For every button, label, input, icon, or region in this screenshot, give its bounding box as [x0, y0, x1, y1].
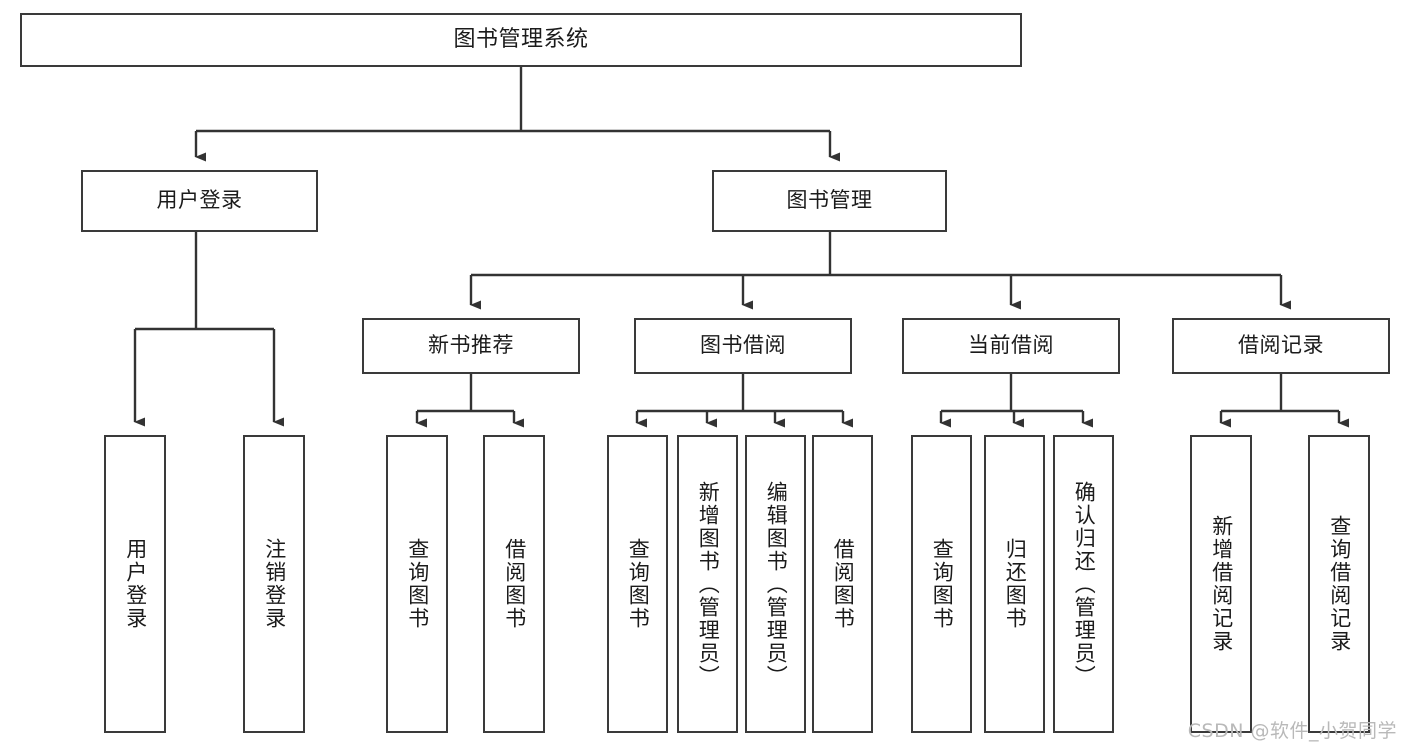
leaf-query-book-recommend[interactable]: 查询图书 [386, 435, 448, 733]
leaf-query-book-borrow-label: 查询图书 [626, 538, 651, 630]
leaf-edit-book-admin[interactable]: 编辑图书（管理员） [745, 435, 806, 733]
leaf-query-book-current-label: 查询图书 [930, 538, 955, 630]
node-user-login[interactable]: 用户登录 [81, 170, 318, 232]
node-book-management[interactable]: 图书管理 [712, 170, 947, 232]
node-book-borrow[interactable]: 图书借阅 [634, 318, 852, 374]
leaf-logout[interactable]: 注销登录 [243, 435, 305, 733]
leaf-add-borrow-record[interactable]: 新增借阅记录 [1190, 435, 1252, 733]
leaf-query-borrow-record[interactable]: 查询借阅记录 [1308, 435, 1370, 733]
leaf-user-login[interactable]: 用户登录 [104, 435, 166, 733]
leaf-return-book[interactable]: 归还图书 [984, 435, 1045, 733]
leaf-confirm-return-admin[interactable]: 确认归还（管理员） [1053, 435, 1114, 733]
node-current-borrow-label: 当前借阅 [968, 333, 1054, 358]
node-book-management-label: 图书管理 [786, 188, 873, 213]
node-new-book-recommend[interactable]: 新书推荐 [362, 318, 580, 374]
node-root-label: 图书管理系统 [453, 26, 589, 52]
node-current-borrow[interactable]: 当前借阅 [902, 318, 1120, 374]
leaf-borrow-book-recommend[interactable]: 借阅图书 [483, 435, 545, 733]
leaf-query-book-current[interactable]: 查询图书 [911, 435, 972, 733]
leaf-edit-book-admin-label: 编辑图书（管理员） [764, 480, 789, 688]
leaf-confirm-return-admin-label: 确认归还（管理员） [1072, 480, 1097, 688]
node-borrow-record[interactable]: 借阅记录 [1172, 318, 1390, 374]
leaf-borrow-book-recommend-label: 借阅图书 [502, 538, 527, 630]
leaf-query-book-recommend-label: 查询图书 [405, 538, 430, 630]
node-book-borrow-label: 图书借阅 [700, 333, 786, 358]
leaf-logout-label: 注销登录 [262, 538, 287, 630]
leaf-query-borrow-record-label: 查询借阅记录 [1327, 515, 1352, 653]
leaf-add-book-admin-label: 新增图书（管理员） [696, 480, 721, 688]
node-borrow-record-label: 借阅记录 [1238, 333, 1324, 358]
node-new-book-recommend-label: 新书推荐 [428, 333, 514, 358]
leaf-borrow-book[interactable]: 借阅图书 [812, 435, 873, 733]
node-root[interactable]: 图书管理系统 [20, 13, 1022, 67]
leaf-user-login-label: 用户登录 [123, 538, 148, 630]
leaf-return-book-label: 归还图书 [1003, 538, 1028, 630]
node-user-login-label: 用户登录 [156, 188, 243, 213]
leaf-add-borrow-record-label: 新增借阅记录 [1209, 515, 1234, 653]
watermark: CSDN @软件_小贺同学 [1187, 720, 1397, 742]
leaf-query-book-borrow[interactable]: 查询图书 [607, 435, 668, 733]
leaf-borrow-book-label: 借阅图书 [831, 538, 856, 630]
leaf-add-book-admin[interactable]: 新增图书（管理员） [677, 435, 738, 733]
